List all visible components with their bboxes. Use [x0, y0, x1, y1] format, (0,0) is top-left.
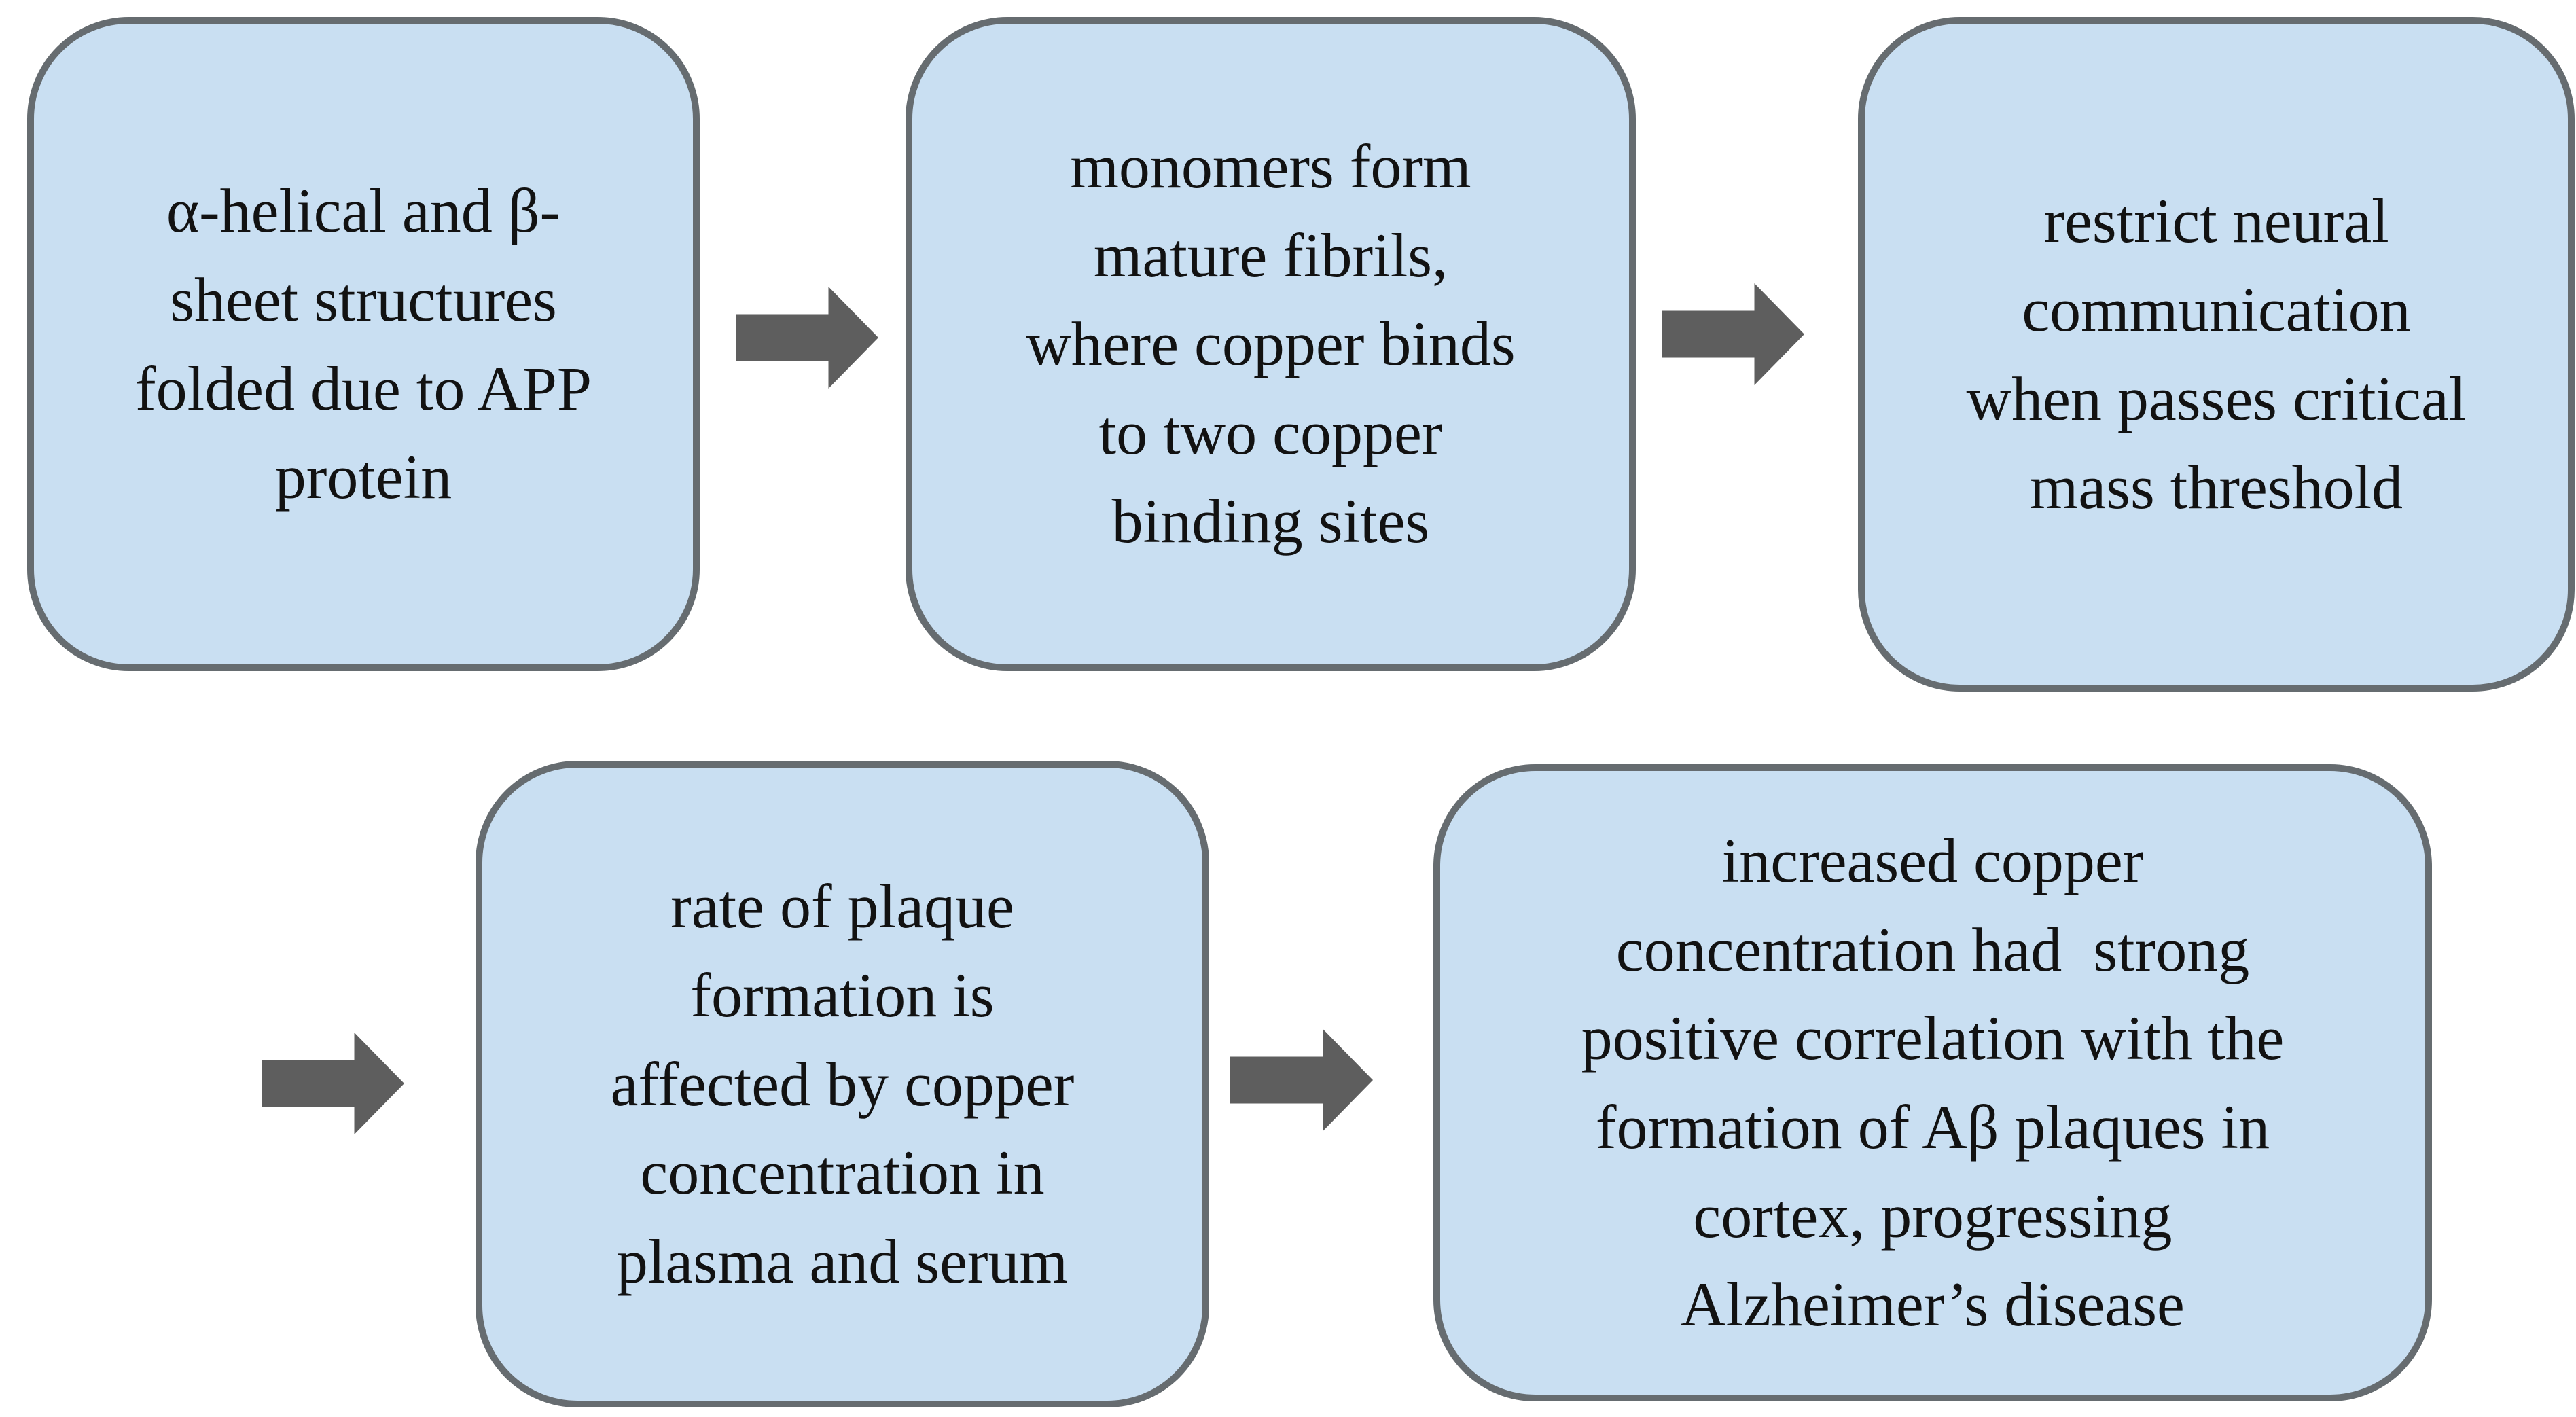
flow-box-copper-correlation-text: increased copper concentration had stron…	[1581, 826, 2285, 1340]
flow-box-plaque-rate-copper-text: rate of plaque formation is affected by …	[610, 872, 1075, 1296]
flow-box-app-folding: α-helical and β- sheet structures folded…	[27, 17, 700, 671]
flow-box-fibril-copper-binding: monomers form mature fibrils, where copp…	[906, 17, 1636, 671]
right-arrow-icon	[1662, 283, 1804, 385]
flow-box-neural-restriction: restrict neural communication when passe…	[1858, 17, 2575, 692]
flow-box-copper-correlation: increased copper concentration had stron…	[1433, 764, 2432, 1401]
right-arrow-icon	[1230, 1029, 1373, 1131]
flow-box-plaque-rate-copper: rate of plaque formation is affected by …	[476, 761, 1209, 1407]
right-arrow-icon	[736, 287, 878, 389]
flow-box-fibril-copper-binding-text: monomers form mature fibrils, where copp…	[1026, 131, 1516, 556]
flow-box-neural-restriction-text: restrict neural communication when passe…	[1966, 186, 2467, 522]
flow-box-app-folding-text: α-helical and β- sheet structures folded…	[135, 176, 592, 512]
right-arrow-icon	[262, 1033, 404, 1134]
